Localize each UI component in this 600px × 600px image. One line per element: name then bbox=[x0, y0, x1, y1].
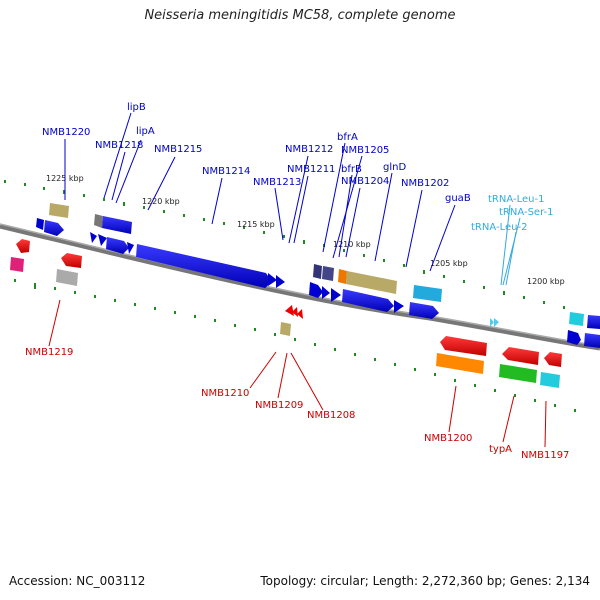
gene-label[interactable]: NMB1200 bbox=[424, 433, 472, 444]
gene-feature[interactable] bbox=[10, 257, 24, 272]
gene-feature[interactable] bbox=[322, 266, 334, 281]
gene-feature[interactable] bbox=[98, 234, 107, 246]
gene-feature[interactable] bbox=[342, 289, 394, 312]
gene-feature[interactable] bbox=[436, 353, 484, 374]
gene-label[interactable]: NMB1208 bbox=[307, 410, 355, 421]
gene-feature[interactable] bbox=[16, 239, 30, 253]
rna-feature[interactable] bbox=[494, 318, 499, 327]
rna-feature[interactable] bbox=[490, 318, 494, 327]
gene-label[interactable]: NMB1202 bbox=[401, 178, 449, 189]
gene-feature[interactable] bbox=[338, 269, 347, 284]
gene-label[interactable]: NMB1197 bbox=[521, 450, 569, 461]
gene-feature[interactable] bbox=[127, 242, 134, 254]
gene-label[interactable]: bfrA bbox=[337, 132, 358, 143]
gene-feature[interactable] bbox=[440, 336, 487, 356]
gene-feature[interactable] bbox=[297, 309, 303, 319]
gene-feature[interactable] bbox=[313, 264, 322, 279]
gene-feature[interactable] bbox=[280, 322, 291, 336]
gene-label[interactable]: glnD bbox=[383, 162, 406, 173]
ruler-lower bbox=[14, 279, 576, 412]
genome-summary-text: Topology: circular; Length: 2,272,360 bp… bbox=[260, 574, 590, 588]
gene-feature[interactable] bbox=[276, 275, 285, 288]
ruler-label: 1205 kbp bbox=[430, 259, 468, 268]
gene-feature[interactable] bbox=[61, 253, 82, 268]
gene-label[interactable]: NMB1218 bbox=[95, 140, 143, 151]
gene-feature[interactable] bbox=[136, 244, 272, 288]
gene-label[interactable]: NMB1211 bbox=[287, 164, 335, 175]
gene-label[interactable]: NMB1213 bbox=[253, 177, 301, 188]
gene-label[interactable]: NMB1214 bbox=[202, 166, 250, 177]
reverse-label-leaders bbox=[48, 299, 547, 448]
reverse-strand-features bbox=[10, 239, 562, 388]
gene-label[interactable]: NMB1212 bbox=[285, 144, 333, 155]
ruler-label: 1215 kbp bbox=[237, 220, 275, 229]
gene-label[interactable]: NMB1204 bbox=[341, 176, 389, 187]
ruler-upper bbox=[4, 180, 565, 309]
gene-label[interactable]: typA bbox=[489, 444, 512, 455]
gene-feature[interactable] bbox=[94, 214, 103, 228]
gene-feature[interactable] bbox=[394, 300, 404, 313]
forward-gene-labels: NMB1220 NMB1218 lipB lipA NMB1215 NMB121… bbox=[42, 102, 471, 204]
gene-label[interactable]: tRNA-Leu-2 bbox=[471, 222, 527, 233]
gene-feature[interactable] bbox=[309, 282, 323, 298]
forward-label-leaders bbox=[64, 112, 456, 272]
gene-label[interactable]: NMB1205 bbox=[341, 145, 389, 156]
ruler-label: 1200 kbp bbox=[527, 277, 565, 286]
map-title: Neisseria meningitidis MC58, complete ge… bbox=[144, 8, 456, 23]
gene-label[interactable]: tRNA-Leu-1 bbox=[488, 194, 544, 205]
gene-label[interactable]: NMB1209 bbox=[255, 400, 303, 411]
gene-label[interactable]: NMB1215 bbox=[154, 144, 202, 155]
gene-feature[interactable] bbox=[322, 286, 330, 299]
accession-text: Accession: NC_003112 bbox=[9, 574, 146, 588]
gene-feature[interactable] bbox=[102, 216, 132, 234]
forward-strand-features bbox=[36, 203, 600, 348]
gene-feature[interactable] bbox=[584, 333, 600, 348]
gene-label[interactable]: NMB1210 bbox=[201, 388, 249, 399]
ruler-label: 1220 kbp bbox=[142, 197, 180, 206]
gene-feature[interactable] bbox=[499, 364, 537, 383]
gene-feature[interactable] bbox=[567, 330, 581, 345]
gene-feature[interactable] bbox=[409, 302, 439, 319]
gene-feature[interactable] bbox=[44, 220, 64, 236]
gene-feature[interactable] bbox=[106, 237, 129, 254]
ruler-label: 1210 kbp bbox=[333, 240, 371, 249]
gene-feature[interactable] bbox=[90, 232, 97, 243]
gene-feature[interactable] bbox=[285, 305, 294, 316]
gene-label[interactable]: NMB1219 bbox=[25, 347, 73, 358]
gene-feature[interactable] bbox=[49, 203, 69, 218]
gene-feature[interactable] bbox=[56, 269, 78, 286]
rna-gene-labels: tRNA-Leu-1 tRNA-Ser-1 tRNA-Leu-2 bbox=[471, 194, 554, 233]
gene-feature[interactable] bbox=[292, 307, 298, 317]
gene-feature[interactable] bbox=[346, 271, 397, 294]
gene-label[interactable]: bfrB bbox=[341, 164, 362, 175]
gene-feature[interactable] bbox=[331, 288, 341, 302]
gene-feature[interactable] bbox=[544, 352, 562, 367]
gene-feature[interactable] bbox=[413, 285, 442, 302]
gene-feature[interactable] bbox=[268, 273, 277, 286]
genome-backbone-highlight bbox=[0, 223, 600, 347]
gene-label[interactable]: lipA bbox=[136, 126, 155, 137]
gene-feature[interactable] bbox=[36, 218, 44, 230]
gene-feature[interactable] bbox=[569, 312, 584, 326]
gene-label[interactable]: guaB bbox=[445, 193, 471, 204]
reverse-gene-labels: NMB1219 NMB1210 NMB1209 NMB1208 NMB1200 … bbox=[25, 347, 569, 461]
gene-label[interactable]: lipB bbox=[127, 102, 146, 113]
gene-label[interactable]: NMB1220 bbox=[42, 127, 90, 138]
gene-feature[interactable] bbox=[502, 347, 539, 365]
gene-feature[interactable] bbox=[587, 315, 600, 329]
gene-feature[interactable] bbox=[540, 372, 560, 388]
gene-label[interactable]: tRNA-Ser-1 bbox=[499, 207, 554, 218]
rna-label-leaders bbox=[500, 204, 521, 286]
